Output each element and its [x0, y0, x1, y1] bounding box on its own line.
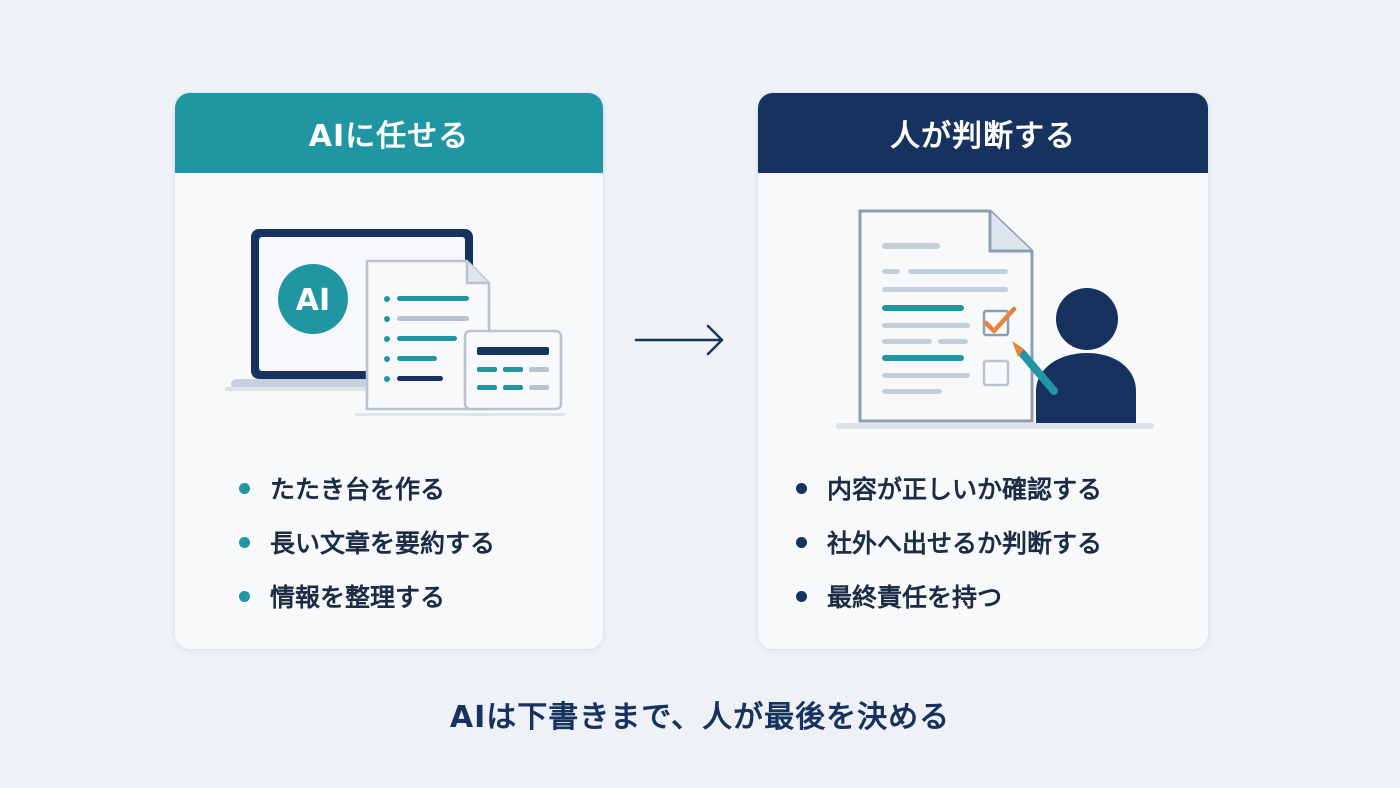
bullet-dot-icon: [796, 482, 807, 494]
ai-task-list: たたき台を作る 長い文章を要約する 情報を整理する: [239, 461, 495, 623]
list-item: 社外へ出せるか判断する: [796, 515, 1102, 569]
human-task-list: 内容が正しいか確認する 社外へ出せるか判断する 最終責任を持つ: [796, 461, 1102, 623]
list-item: 最終責任を持つ: [796, 569, 1102, 623]
bullet-dot-icon: [239, 482, 250, 494]
list-item: 長い文章を要約する: [239, 515, 495, 569]
laptop-with-documents-icon: AI: [225, 229, 565, 416]
bullet-dot-icon: [796, 536, 807, 548]
list-item: 情報を整理する: [239, 569, 495, 623]
ai-badge-text: AI: [296, 283, 330, 318]
person-checking-document-icon: [836, 209, 1154, 429]
list-item: 内容が正しいか確認する: [796, 461, 1102, 515]
list-item: たたき台を作る: [239, 461, 495, 515]
human-card-title: 人が判断する: [758, 93, 1208, 173]
bullet-dot-icon: [239, 590, 250, 602]
bullet-dot-icon: [796, 590, 807, 602]
bullet-dot-icon: [239, 536, 250, 548]
summary-caption: AIは下書きまで、人が最後を決める: [449, 700, 951, 735]
ai-card-title: AIに任せる: [175, 93, 603, 173]
arrow-right-icon: [634, 324, 724, 356]
ai-card: AIに任せる AI たたき台を作る 長い文章を要約する 情報を整理する: [174, 92, 604, 650]
human-card: 人が判断する 内容が正しいか確認する 社外へ出せるか判断する 最終責任を持つ: [757, 92, 1209, 650]
